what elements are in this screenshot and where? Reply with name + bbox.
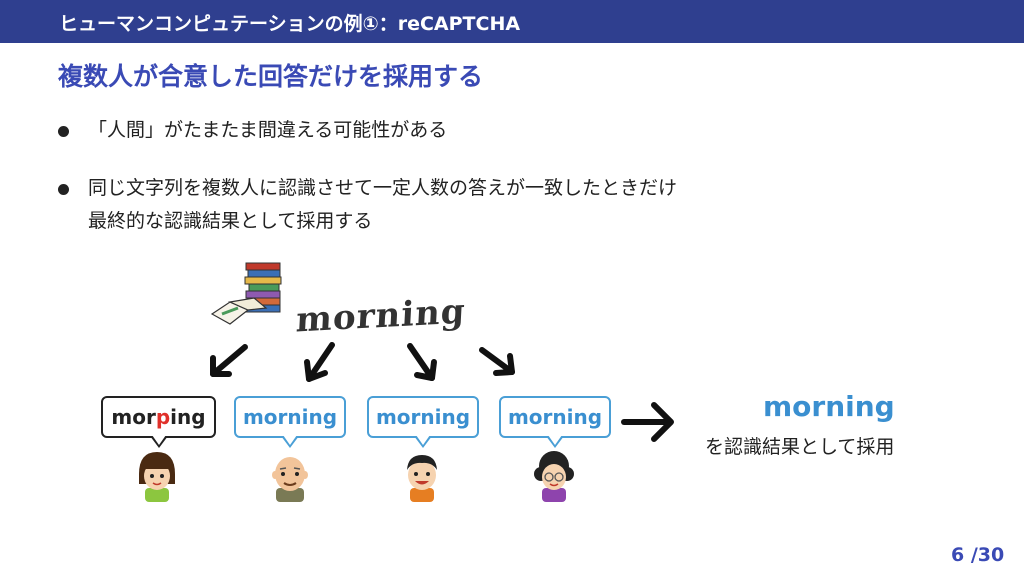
answer-text: morning [508,405,602,429]
answer-text-wrong-letter: p [156,405,170,429]
result-word: morning [763,390,895,423]
smiling-man-icon [398,450,446,502]
arrow-right-icon [624,405,671,439]
answer-bubble: morning [499,396,611,438]
bald-old-man-icon [266,450,314,502]
answer-bubble: morping [101,396,216,438]
answer-text-correct: ing [170,405,205,429]
page-number: 6 /30 [951,544,1004,566]
woman-bob-icon [133,450,181,502]
arrow-down-right-icon [410,346,434,378]
answer-text-correct: mor [111,405,155,429]
arrow-down-left-icon [307,345,332,379]
arrow-down-right-icon [482,350,512,373]
answer-text: morning [243,405,337,429]
arrow-down-left-icon [213,347,245,374]
page-current: 6 [951,544,964,566]
curly-woman-icon [530,450,578,502]
answer-bubble: morning [234,396,346,438]
answer-text: morning [376,405,470,429]
result-description: を認識結果として採用 [705,432,894,459]
page-total: /30 [971,544,1004,566]
answer-bubble: morning [367,396,479,438]
